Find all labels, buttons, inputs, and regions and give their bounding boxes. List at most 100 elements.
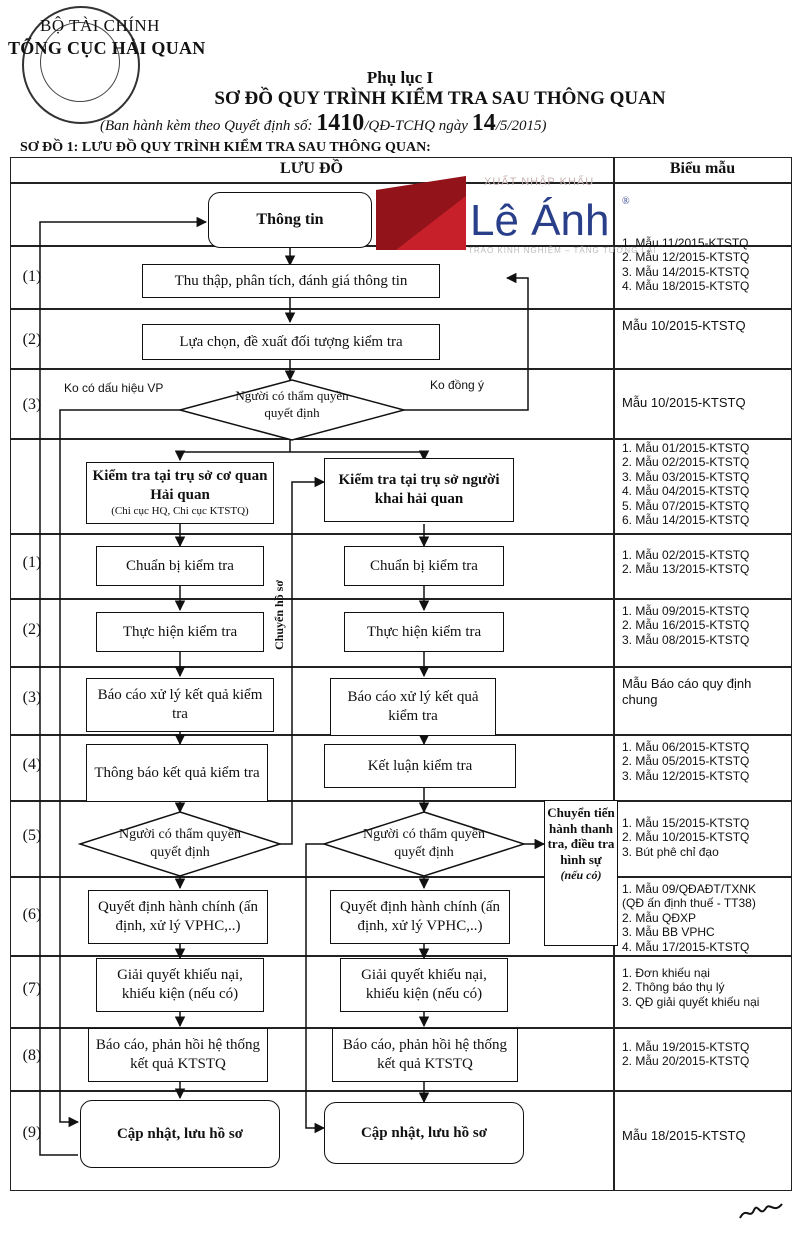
start-node: Thông tin [208,192,372,248]
form-item: 1. Mẫu 01/2015-KTSTQ [622,441,750,455]
decision-diamond-top [177,379,407,441]
form-item: 2. Mẫu 05/2015-KTSTQ [622,754,750,769]
form-item: 1. Mẫu 11/2015-KTSTQ [622,236,749,250]
step-label: (8) [22,1047,42,1064]
step-label: (3) [22,689,42,706]
right-admin-decision-box: Quyết định hành chính (ấn định, xử lý VP… [330,890,510,944]
form-item: 4. Mẫu 18/2015-KTSTQ [622,279,750,294]
step-label: (2) [22,621,42,638]
form-item: 5. Mẫu 07/2015-KTSTQ [622,498,750,513]
step-label: (5) [22,827,42,844]
form-item: 4. Mẫu 17/2015-KTSTQ [622,939,750,954]
signature-mark [739,1203,783,1219]
conclusion-box: Kết luận kiểm tra [324,744,516,788]
forms-row-9: 1. Mẫu 15/2015-KTSTQ 2. Mẫu 10/2015-KTST… [622,816,790,859]
right-execute-box: Thực hiện kiểm tra [344,612,504,652]
forms-row-13: Mẫu 18/2015-KTSTQ [622,1128,790,1144]
row-divider [10,598,792,600]
logo-small-text: XUẤT NHẬP KHẨU [484,176,595,188]
step-label: (2) [22,331,42,348]
step-label: (6) [22,906,42,923]
forms-row-10: 1. Mẫu 09/QĐAĐT/TXNK (QĐ ấn định thuế - … [622,882,790,954]
right-complaint-box: Giải quyết khiếu nại, khiếu kiện (nếu có… [340,958,508,1012]
not-agree-label: Ko đồng ý [430,378,485,392]
form-item: Mẫu Báo cáo quy định [622,676,752,691]
left-branch-label: Kiểm tra tại trụ sở cơ quan Hải quan [92,468,268,504]
left-branch-box: Kiểm tra tại trụ sở cơ quan Hải quan(Chi… [86,462,274,524]
no-sign-label: Ko có dấu hiệu VP [64,381,164,395]
row-divider [10,308,792,310]
form-item: 6. Mẫu 14/2015-KTSTQ [622,512,750,527]
page-title: SƠ ĐỒ QUY TRÌNH KIỂM TRA SAU THÔNG QUAN [214,88,666,109]
header-divider [10,182,792,184]
right-prepare-box: Chuẩn bị kiểm tra [344,546,504,586]
forms-row-12: 1. Mẫu 19/2015-KTSTQ 2. Mẫu 20/2015-KTST… [622,1040,790,1069]
form-item: 1. Mẫu 09/2015-KTSTQ [622,604,750,618]
appendix-title: Phụ lục I [366,68,434,87]
right-report-box: Báo cáo xử lý kết quả kiểm tra [330,678,496,736]
form-item: 4. Mẫu 04/2015-KTSTQ [622,484,750,499]
step-label: (9) [22,1124,42,1141]
collect-info-box: Thu thập, phân tích, đánh giá thông tin [142,264,440,298]
forms-row-1: 1. Mẫu 11/2015-KTSTQ 2. Mẫu 12/2015-KTST… [622,236,790,294]
form-item: 1. Mẫu 06/2015-KTSTQ [622,740,750,754]
forms-row-6: 1. Mẫu 09/2015-KTSTQ 2. Mẫu 16/2015-KTST… [622,604,790,647]
left-update-node: Cập nhật, lưu hồ sơ [80,1100,280,1168]
forms-row-5: 1. Mẫu 02/2015-KTSTQ 2. Mẫu 13/2015-KTST… [622,548,790,577]
form-item: 1. Mẫu 09/QĐAĐT/TXNK [622,882,757,896]
flow-table [10,157,792,1191]
column-divider [613,157,615,1191]
step-label: (4) [22,756,42,773]
step-label: (1) [22,268,42,285]
decision-diamond-left [77,811,283,877]
form-item: 3. Mẫu BB VPHC [622,925,715,940]
row-divider [10,955,792,957]
form-item: Mẫu 18/2015-KTSTQ [622,1128,746,1143]
transfer-file-label: Chuyển hồ sơ [272,579,286,650]
right-feedback-box: Báo cáo, phản hồi hệ thống kết quả KTSTQ [332,1028,518,1082]
department-name: TỔNG CỤC HẢI QUAN [8,38,206,58]
row-divider [10,666,792,668]
form-item: 3. QĐ giải quyết khiếu nại [622,994,760,1009]
official-seal [22,6,140,124]
form-item: chung [622,691,658,707]
row-divider [10,876,792,878]
step-label: (7) [22,980,42,997]
subtitle-prefix: (Ban hành kèm theo Quyết định số: [100,118,313,134]
transfer-inspection-label: Chuyển tiến hành thanh tra, điều tra hìn… [547,805,615,867]
form-item: Mẫu 10/2015-KTSTQ [622,318,746,333]
decision-number: 1410 [316,110,365,136]
le-anh-logo [376,176,466,250]
column-header-forms: Biểu mẫu [669,160,736,177]
form-item: 2. Mẫu 13/2015-KTSTQ [622,562,750,577]
form-item: 3. Mẫu 14/2015-KTSTQ [622,264,750,279]
form-item: Mẫu 10/2015-KTSTQ [622,395,746,410]
logo-tagline: TRAO KINH NGHIỆM – TẶNG TƯƠNG LAI [468,246,657,255]
left-feedback-box: Báo cáo, phản hồi hệ thống kết quả KTSTQ [88,1028,268,1082]
section-title: SƠ ĐỒ 1: LƯU ĐỒ QUY TRÌNH KIỂM TRA SAU T… [20,140,431,155]
row-divider [10,1027,792,1029]
form-item: 1. Đơn khiếu nại [622,966,710,980]
form-item: 3. Mẫu 12/2015-KTSTQ [622,768,750,783]
left-execute-box: Thực hiện kiểm tra [96,612,264,652]
logo-registered-mark: ® [622,196,630,207]
decision-diamond-right [321,811,527,877]
transfer-inspection-box: Chuyển tiến hành thanh tra, điều tra hìn… [544,800,618,946]
row-divider [10,368,792,370]
form-item: 1. Mẫu 19/2015-KTSTQ [622,1040,750,1054]
form-item: 2. Mẫu 16/2015-KTSTQ [622,618,750,633]
form-item: 1. Mẫu 15/2015-KTSTQ [622,816,750,830]
row-divider [10,438,792,440]
decision-subtitle: (Ban hành kèm theo Quyết định số: 1410/Q… [100,110,547,137]
left-branch-note: (Chi cục HQ, Chi cục KTSTQ) [111,504,249,517]
logo-main-text: Lê Ánh [470,196,610,245]
row-divider [10,533,792,535]
decision-label-top: Người có thẩm quyền quyết định [235,388,349,420]
official-seal-emblem [40,22,120,102]
transfer-inspection-note: (nếu có) [560,868,602,883]
forms-row-7: Mẫu Báo cáo quy định chung [622,676,790,707]
left-prepare-box: Chuẩn bị kiểm tra [96,546,264,586]
row-divider [10,1090,792,1092]
subtitle-mid: /QĐ-TCHQ ngày [364,118,468,134]
